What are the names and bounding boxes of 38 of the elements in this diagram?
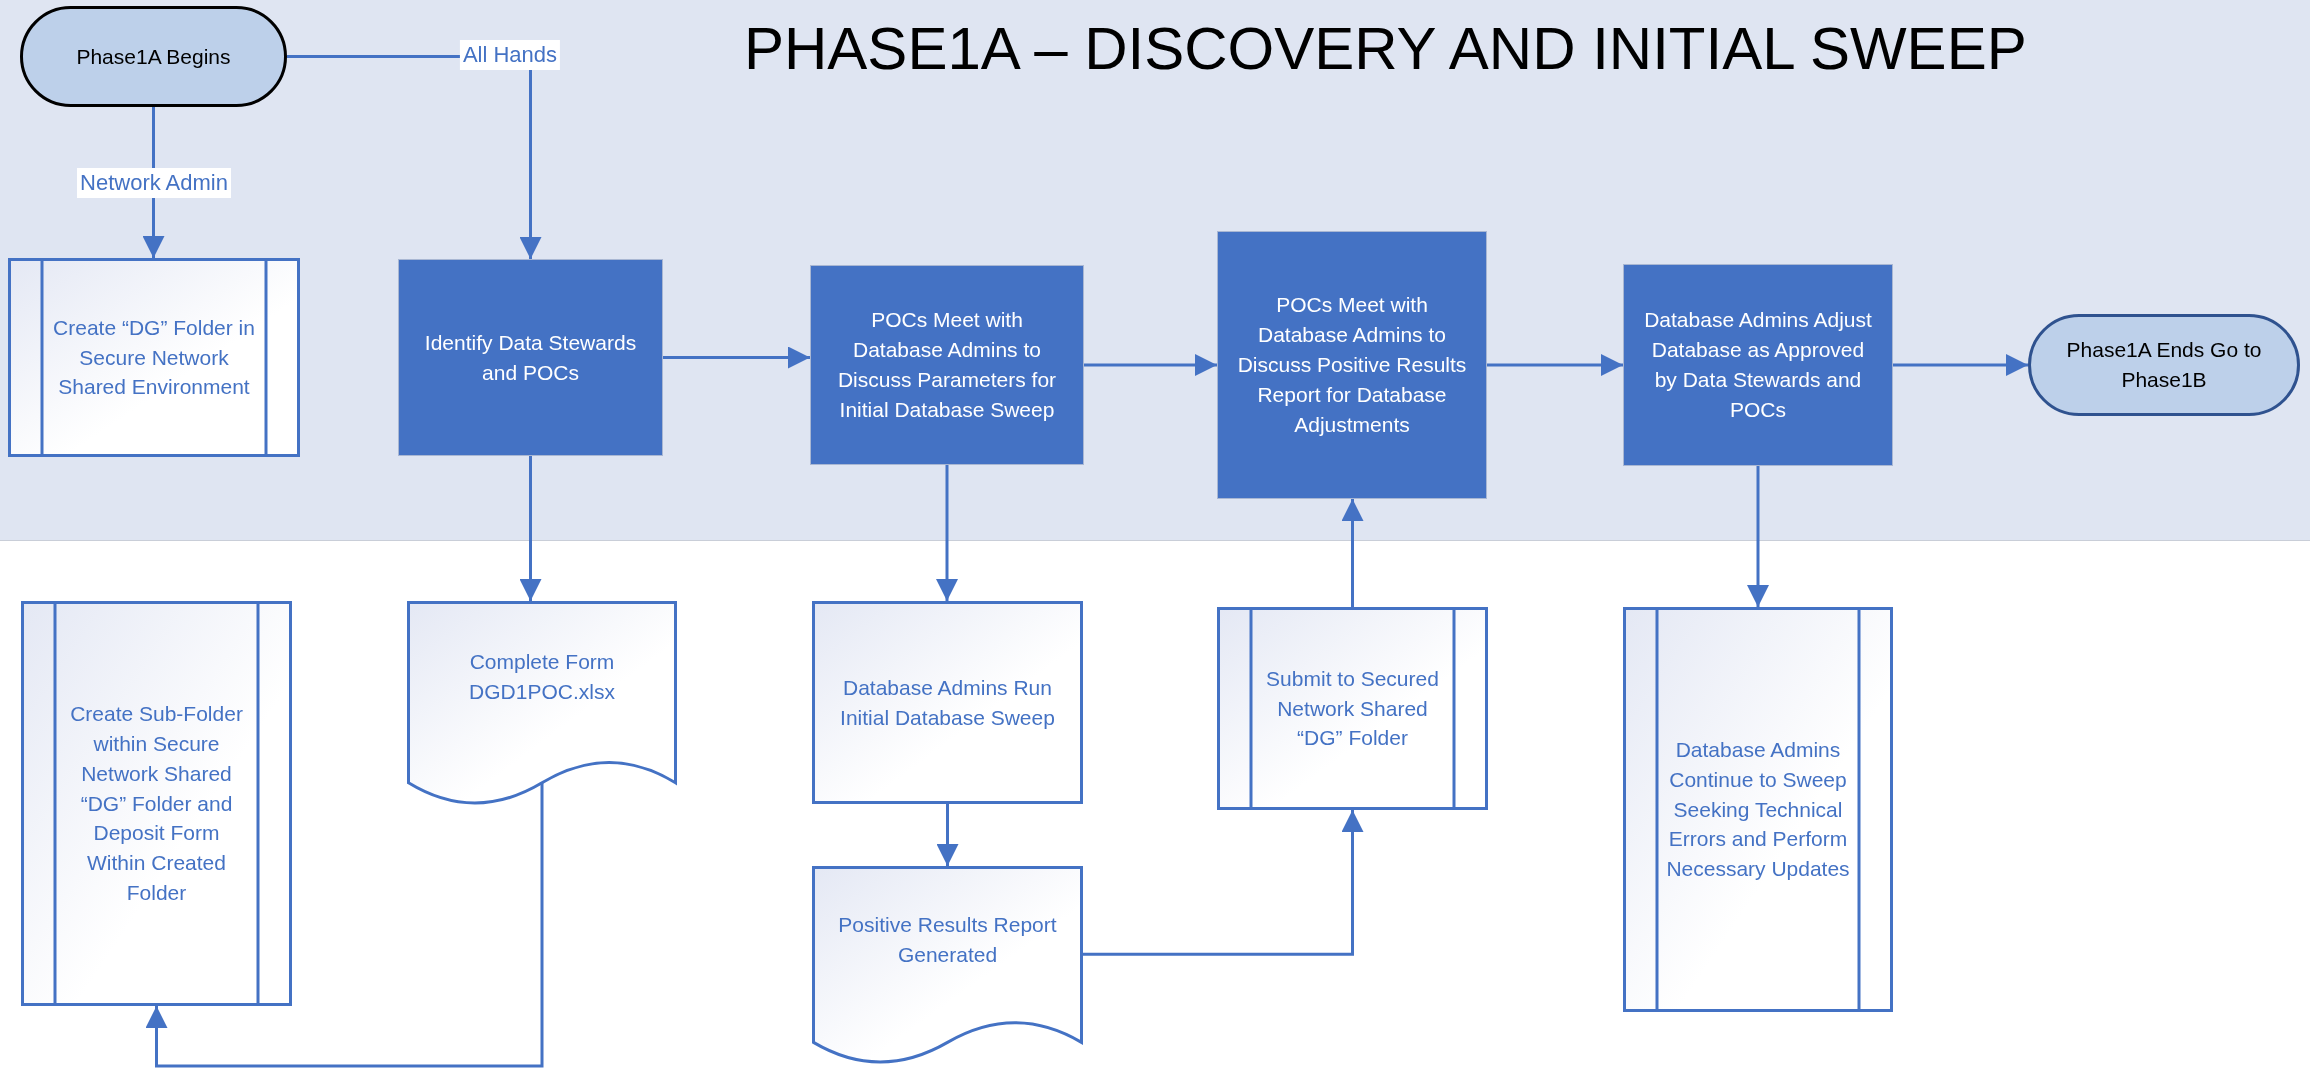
arrow — [1341, 499, 1364, 607]
arrow — [1084, 354, 1217, 376]
node-text: Phase1A Ends Go to Phase1B — [2065, 337, 2263, 393]
arrow — [1083, 810, 1364, 956]
process-box — [810, 265, 1084, 465]
subprocess-box — [1217, 607, 1488, 810]
node-text: Database Admins Continue to Sweep Seeking Technical Errors and Perform Necessary Updates — [1665, 736, 1851, 883]
node-text: Positive Results Report Generated — [837, 911, 1058, 968]
diagram-title: PHASE1A – DISCOVERY AND INITIAL SWEEP — [744, 14, 2027, 83]
process-box — [398, 259, 663, 456]
node-text: Phase1A Begins — [76, 43, 231, 70]
node-text: POCs Meet with Database Admins to Discuss Parameters for Initial Database Sweep — [836, 307, 1058, 423]
arrow — [663, 346, 810, 369]
arrow — [1747, 466, 1769, 607]
subprocess-box — [8, 258, 300, 457]
document-shape — [407, 601, 677, 803]
subprocess-box — [1623, 607, 1893, 1012]
node-text: Identify Data Stewards and POCs — [423, 329, 638, 386]
arrow — [936, 804, 959, 866]
process-box — [1217, 231, 1487, 499]
arrow — [145, 782, 544, 1068]
process-box — [812, 601, 1083, 804]
edge-label: Network Admin — [77, 168, 231, 198]
arrow — [1893, 354, 2028, 376]
node-text: Complete Form DGD1POC.xlsx — [468, 648, 616, 705]
node-text: Create Sub-Folder within Secure Network Shared “DG” Folder and Deposit Form Within Created Folder — [69, 701, 244, 907]
node-text: Database Admins Adjust Database as Approved by Data Stewards and POCs — [1643, 307, 1873, 423]
arrow — [519, 456, 542, 601]
document-shape — [812, 866, 1083, 1062]
edge-label: All Hands — [459, 40, 561, 70]
node-text: Create “DG” Folder in Secure Network Shared Environment — [52, 314, 256, 401]
node-text: Database Admins Run Initial Database Sweep — [839, 674, 1056, 731]
arrow — [936, 465, 958, 601]
node-text: POCs Meet with Database Admins to Discuss Positive Results Report for Database Adjustments — [1236, 292, 1468, 438]
process-box — [1623, 264, 1893, 466]
arrow — [1487, 354, 1623, 376]
subprocess-box — [21, 601, 292, 1006]
node-text: Submit to Secured Network Shared “DG” Folder — [1265, 665, 1440, 752]
